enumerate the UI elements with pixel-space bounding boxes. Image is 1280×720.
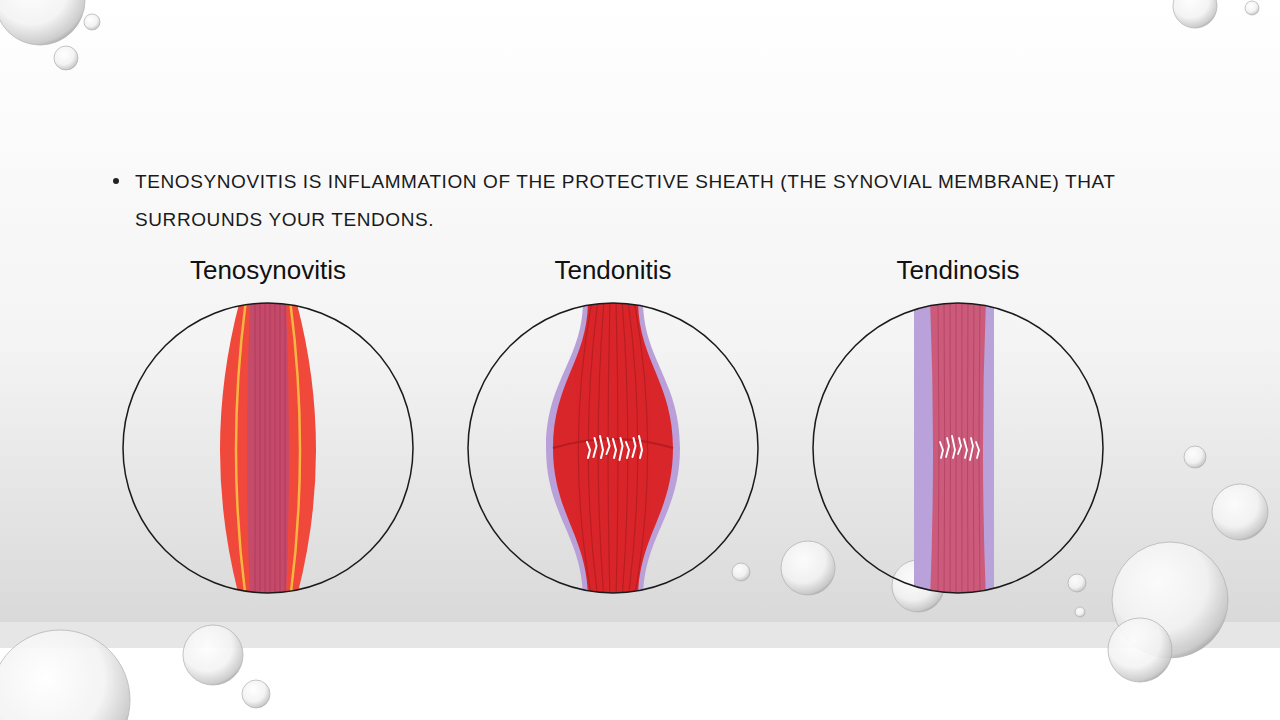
condition-circle: Tendinosis (808, 250, 1108, 595)
tendonitis-illustration (546, 300, 680, 600)
fibre-line (285, 300, 286, 600)
bullet-dot (113, 178, 119, 184)
water-droplet (183, 625, 243, 685)
tendon-fibres (938, 300, 980, 600)
sheath (546, 300, 680, 600)
fray-mark (613, 439, 616, 458)
water-droplet (0, 630, 130, 720)
fibre-line (255, 300, 256, 600)
circle-outline (123, 303, 413, 593)
condition-heading: Tenosynovitis (118, 250, 418, 286)
tendinosis-illustration (914, 300, 994, 600)
fray-mark (976, 442, 979, 458)
sheath-edge (290, 300, 300, 600)
slide-ground (0, 0, 1280, 622)
inflamed-tendon (553, 300, 673, 600)
fibre-line (598, 300, 604, 600)
condition-circle: Tendonitis (463, 250, 763, 595)
fray-mark (620, 438, 623, 460)
fray-mark (970, 438, 973, 460)
circle-outline-layer (118, 250, 418, 595)
fibre-line (265, 300, 266, 600)
water-droplet (1184, 446, 1206, 468)
torn-fibres (587, 436, 642, 460)
fray-mark (607, 438, 610, 454)
circle-outline-layer (463, 250, 763, 595)
fibre-line (270, 300, 271, 600)
bullet-text: TENOSYNOVITIS IS INFLAMMATION OF THE PRO… (135, 163, 1180, 239)
condition-circle: Tenosynovitis (118, 250, 418, 595)
degenerated-tendon (930, 300, 986, 600)
fray-mark (600, 436, 603, 458)
fray-mark (633, 438, 636, 457)
inflamed-sheath (220, 300, 316, 600)
tendon (247, 300, 289, 600)
fibre-line (622, 300, 628, 600)
water-droplet (732, 563, 750, 581)
circle-outline (468, 303, 758, 593)
fibre-line (275, 300, 276, 600)
fray-mark (946, 438, 949, 457)
water-droplet (1245, 1, 1259, 15)
sheath (914, 300, 994, 600)
tendon-fibres (255, 300, 285, 600)
fibre-line (280, 300, 281, 600)
water-droplet (84, 14, 100, 30)
water-droplet (1212, 484, 1268, 540)
condition-heading: Tendinosis (808, 250, 1108, 286)
circle-outline-layer (808, 250, 1108, 595)
torn-fibres (940, 436, 979, 460)
fray-mark (952, 436, 955, 458)
water-droplet (1068, 574, 1086, 592)
sheath-edge (236, 300, 246, 600)
water-droplet (0, 0, 85, 45)
fray-mark (639, 436, 642, 458)
water-droplet (1173, 0, 1217, 28)
fray-mark (940, 442, 943, 458)
water-droplet (1108, 618, 1172, 682)
fray-mark (594, 438, 597, 457)
water-droplet (242, 680, 270, 708)
fray-mark (587, 442, 590, 458)
condition-heading: Tendonitis (463, 250, 763, 286)
fibre-line (578, 300, 592, 600)
fray-mark (958, 438, 961, 454)
tenosynovitis-illustration (220, 300, 316, 600)
fibre-line (260, 300, 261, 600)
tendon-fibres (578, 300, 647, 600)
fibre-line (950, 300, 951, 600)
fibre-line (938, 300, 939, 600)
water-droplet (781, 541, 835, 595)
water-droplet (1075, 607, 1085, 617)
water-droplet (54, 46, 78, 70)
circle-outline (813, 303, 1103, 593)
fray-mark (964, 439, 967, 458)
fibre-line (961, 300, 962, 600)
fibre-line (634, 300, 648, 600)
fray-mark (626, 442, 629, 458)
